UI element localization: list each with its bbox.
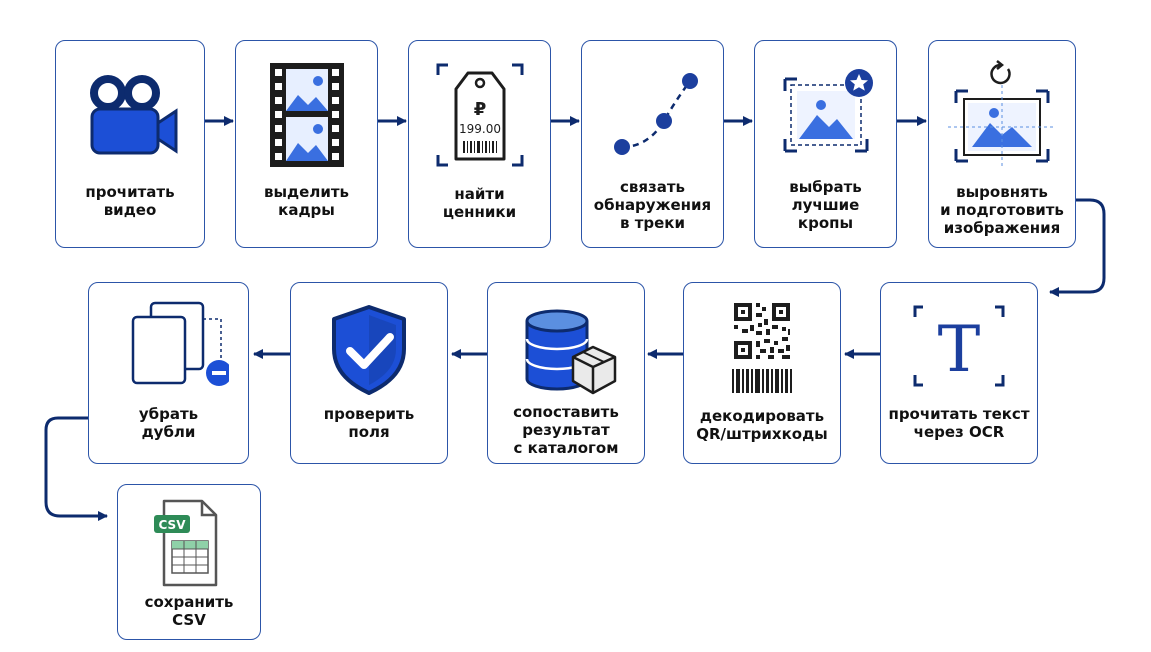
step-label: прочитать видео xyxy=(85,183,175,219)
ocr-text-icon: T xyxy=(881,301,1037,391)
step-label: выделить кадры xyxy=(263,183,350,219)
video-camera-icon xyxy=(56,61,204,161)
step-label: проверить поля xyxy=(323,405,415,441)
step-label: сохранить CSV xyxy=(144,593,234,629)
step-label: найти ценники xyxy=(442,185,517,221)
film-frames-icon xyxy=(236,59,377,169)
arrow-11-12 xyxy=(44,416,108,521)
step-select-crops: выбрать лучшие кропы xyxy=(754,40,897,248)
step-label: связать обнаружения в треки xyxy=(593,178,712,232)
step-label: выбрать лучшие кропы xyxy=(789,178,862,232)
step-align-images: выровнять и подготовить изображения xyxy=(928,40,1076,248)
csv-badge-text: CSV xyxy=(159,518,187,532)
step-label: сопоставить результат с каталогом xyxy=(513,403,619,457)
qr-barcode-icon xyxy=(684,299,840,395)
step-ocr-text: T прочитать текст через OCR xyxy=(880,282,1038,464)
ocr-glyph: T xyxy=(938,313,981,387)
step-validate-fields: проверить поля xyxy=(290,282,448,464)
step-extract-frames: выделить кадры xyxy=(235,40,378,248)
database-box-icon xyxy=(488,301,644,397)
step-save-csv: CSV сохранить CSV xyxy=(117,484,261,640)
step-label: прочитать текст через OCR xyxy=(888,405,1030,441)
step-link-tracks: связать обнаружения в треки xyxy=(581,40,724,248)
step-label: декодировать QR/штрихкоды xyxy=(696,407,828,443)
step-label: убрать дубли xyxy=(138,405,199,441)
shield-check-icon xyxy=(291,301,447,397)
align-image-icon xyxy=(929,57,1075,169)
price-text: 199.00 xyxy=(459,122,501,136)
step-find-price-tags: ₽ 199.00 найти ценники xyxy=(408,40,551,248)
step-decode-codes: декодировать QR/штрихкоды xyxy=(683,282,841,464)
currency-symbol: ₽ xyxy=(473,99,486,120)
price-tag-icon: ₽ 199.00 xyxy=(409,59,550,171)
csv-file-icon: CSV xyxy=(118,495,260,591)
duplicate-remove-icon xyxy=(89,297,248,397)
track-dots-icon xyxy=(582,65,723,165)
best-crop-icon xyxy=(755,65,896,165)
step-remove-duplicates: убрать дубли xyxy=(88,282,249,464)
arrow-6-7 xyxy=(1049,198,1106,297)
step-read-video: прочитать видео xyxy=(55,40,205,248)
step-label: выровнять и подготовить изображения xyxy=(940,183,1064,237)
step-match-catalog: сопоставить результат с каталогом xyxy=(487,282,645,464)
